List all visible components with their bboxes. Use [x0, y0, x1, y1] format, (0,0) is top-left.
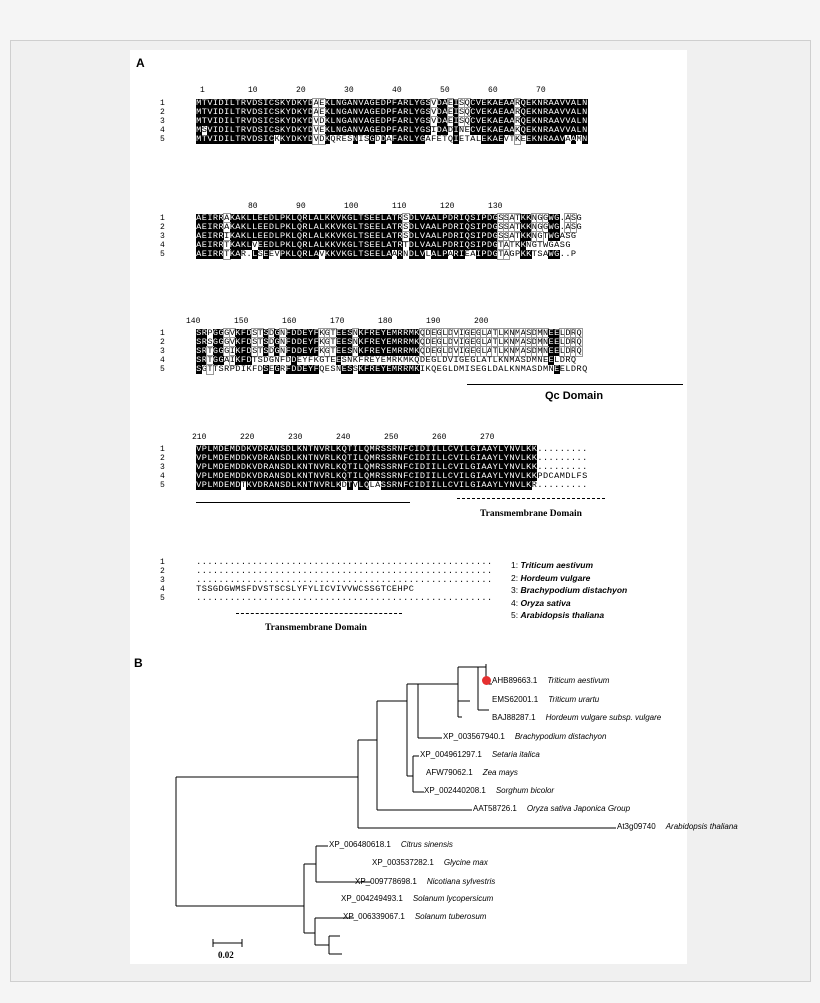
alignment-block-1: MTVIDILTRVDSICSKYDKYDAEKLNGANVAGEDPFARLY… — [196, 98, 588, 145]
scale-bar-label: 0.02 — [218, 950, 234, 960]
sequence-row: AEIRRTKAKLVEEDLPKLQRLALKKVKGLTSEELATRTDL… — [196, 240, 571, 251]
sequence-row: SRTGGAIKFDTSDGNFDDEYFKGTEESNKFREYEMRKMKQ… — [196, 355, 577, 366]
sequence-row: VPLMDEMDDKVDRANSDLKNTNVRLKQTILQMRSSRNFCI… — [196, 471, 588, 481]
sequence-row: ........................................… — [196, 566, 493, 576]
alignment-block-3: SRPGGGVKFDSTSDGNFDDEYFKGTEESNKFREYEMRRMK… — [196, 328, 588, 375]
tm-domain-label-1: Transmembrane Domain — [480, 509, 582, 519]
alignment-ruler-4: 210 220 230 240 250 260 270 — [192, 433, 495, 442]
sequence-row: ........................................… — [196, 575, 493, 585]
legend-item: 2: Hordeum vulgare — [511, 572, 591, 583]
legend-item: 1: Triticum aestivum — [511, 560, 594, 570]
tm-domain-label-2: Transmembrane Domain — [265, 623, 367, 633]
alignment-ruler-3: 140 150 160 170 180 190 200 — [186, 317, 489, 326]
highlight-marker — [482, 676, 491, 685]
sequence-row: SRSGGGVKFDSTSDGNFDDEYFKGTEESNKFREYEMRRMK… — [196, 337, 583, 348]
sequence-row: MSVIDILTRVDSICSKYDKYDVEKLNGANVAGEDPFARLY… — [196, 125, 588, 136]
sequence-row: ........................................… — [196, 593, 493, 603]
sequence-row: SRTGGGIKFDSTSDGNFDDEYFKGTEESNKFREYEMRRMK… — [196, 346, 583, 357]
sequence-row: MTVIDILTRVDSICSKYDKYDVDKLNGANVAGEDPFARLY… — [196, 116, 588, 127]
sequence-row: ........................................… — [196, 557, 493, 567]
panel-a-label: A — [136, 56, 145, 70]
alignment-ruler-2: 80 90 100 110 120 130 — [200, 202, 503, 211]
sequence-row: MTVIDILTRVDSICSKYDKYDAEKLNGANVAGEDPFARLY… — [196, 107, 588, 118]
sequence-row: VPLMDEMDDKVDRANSDLKNTNVRLKQTILQMRSSRNFCI… — [196, 453, 588, 463]
legend-item: 4: Oryza sativa — [511, 597, 571, 608]
alignment-ruler-1: 1 10 20 30 40 50 60 70 — [200, 86, 546, 95]
legend-item: 5: Arabidopsis thaliana — [511, 610, 605, 620]
qc-domain-label: Qc Domain — [545, 390, 604, 402]
sequence-row: VPLMDEMDDKVDRANSDLKNTNVRLKQTILQMRSSRNFCI… — [196, 462, 588, 472]
sequence-row: AEIRRIKAKLLEEDLPKLQRLALKKVKGLTSEELATRSDL… — [196, 231, 577, 242]
species-legend: 1: Triticum aestivum 2: Hordeum vulgare … — [511, 559, 627, 622]
sequence-row: TSSGDGWMSFDVSTSCSLYFYLICVIVVWCSSGTCEHPC — [196, 584, 415, 594]
sequence-row: VPLMDEMDDKVDRANSDLKNTNVRLKQTILQMRSSRNFCI… — [196, 444, 588, 454]
scale-bar — [212, 939, 243, 947]
alignment-block-2: AEIRRAKAKLLEEDLPKLQRLALKKVKGLTSEELATRSDL… — [196, 213, 582, 260]
sequence-row: SRPGGGVKFDSTSDGNFDDEYFKGTEESNKFREYEMRRMK… — [196, 328, 583, 339]
sequence-row: MTVIDILTRVDSICSKYDKYDAEKLNGANVAGEDPFARLY… — [196, 98, 588, 109]
legend-item: 3: Brachypodium distachyon — [511, 585, 628, 595]
sequence-row: AEIRRTKAR.LSEEVPKLQRLAVKKVKGLTSEELAARNDL… — [196, 249, 577, 260]
sequence-row: AEIRRAKAKLLEEDLPKLQRLALKKVKGLTSEELATRSDL… — [196, 222, 582, 233]
sequence-row: SGTTSRPDIKFDSEGRFDDEYFQESNESSKFREYEMRRMK… — [196, 364, 588, 375]
alignment-block-5: ........................................… — [196, 558, 492, 603]
alignment-block-4: VPLMDEMDDKVDRANSDLKNTNVRLKQTILQMRSSRNFCI… — [196, 445, 588, 490]
phylogenetic-tree — [175, 664, 616, 955]
sequence-row: VPLMDEMDTKVDRANSDLKNTNVRLKDTVLQLASSRNFCI… — [196, 480, 588, 490]
qc-domain-line — [467, 384, 683, 385]
tm-domain-dash-1 — [457, 498, 605, 499]
panel-b-label: B — [134, 656, 143, 670]
sequence-row: AEIRRAKAKLLEEDLPKLQRLALKKVKGLTSEELATRSDL… — [196, 213, 582, 224]
sequence-row: MTVIDILTRVDSICKKYDKYDVDKQRESNISGDDAFARLY… — [196, 134, 588, 145]
tm-domain-dash-2 — [236, 613, 402, 614]
tm-domain-line-1 — [196, 502, 410, 503]
